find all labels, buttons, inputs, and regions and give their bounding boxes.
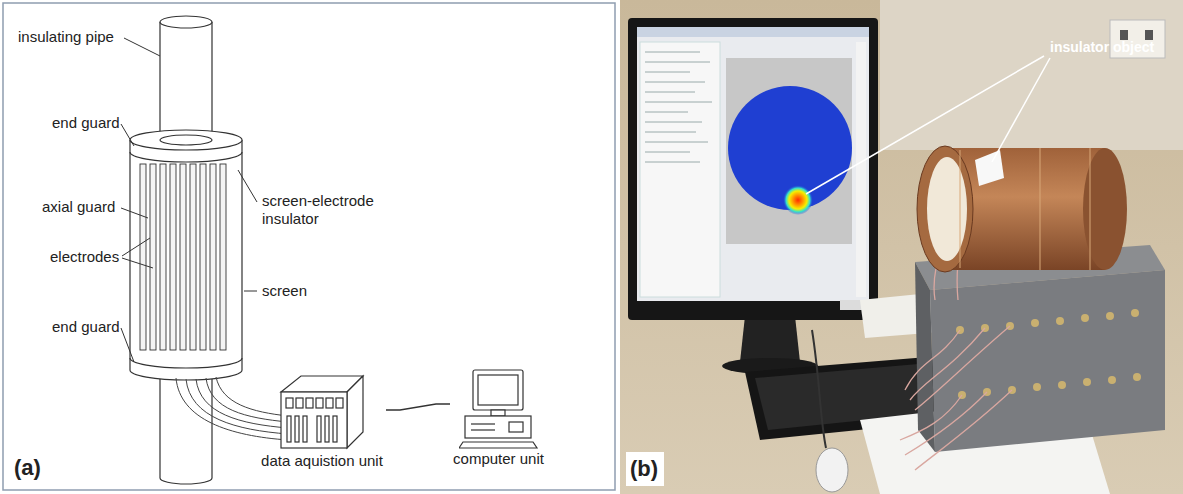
electrode — [170, 164, 176, 350]
unit-label: data aquistion unit — [258, 452, 386, 470]
part-label: electrodes — [50, 248, 119, 266]
leader-line — [238, 170, 257, 202]
electrode — [150, 164, 156, 350]
part-label: axial guard — [42, 198, 115, 216]
leader-line — [121, 328, 134, 362]
sensor-end — [1083, 148, 1127, 270]
daq-box-side — [915, 262, 935, 452]
daq-icon — [277, 370, 367, 452]
data-link — [386, 404, 450, 410]
tomogram-hotspot — [783, 185, 813, 215]
pipe-section — [160, 135, 212, 145]
panel-label: (b) — [630, 456, 658, 482]
part-label: end guard — [52, 114, 120, 132]
computer-icon — [459, 368, 539, 450]
part-label: end guard — [52, 318, 120, 336]
part-label: screen-electrode insulator — [262, 192, 390, 228]
mouse-cable — [812, 330, 826, 448]
wire — [206, 378, 288, 422]
electrode — [140, 164, 146, 350]
wire — [186, 379, 288, 434]
sensor-drawing — [130, 16, 242, 484]
electrode — [160, 164, 166, 350]
leader-line — [992, 58, 1050, 162]
electrode — [210, 164, 216, 350]
electrode — [200, 164, 206, 350]
file-pane — [640, 42, 720, 297]
insulator-object-sample — [975, 150, 1004, 186]
wall — [880, 0, 1183, 150]
screen-top — [130, 130, 242, 150]
daq-unit: data aquistion unit — [258, 370, 386, 470]
end-guard-ring — [130, 152, 242, 162]
file-list — [645, 52, 712, 162]
sensor-bore — [927, 157, 967, 261]
callout-label: insulator object — [1050, 38, 1154, 56]
monitor-screen — [637, 27, 869, 301]
leader-line — [244, 291, 257, 292]
leader-line — [124, 38, 160, 56]
side-pane — [856, 42, 866, 297]
leader-line — [806, 56, 1044, 194]
monitor-stand — [740, 316, 800, 362]
wire — [176, 378, 288, 440]
monitor-bezel — [628, 18, 878, 320]
electrode-array — [140, 164, 226, 350]
wire — [196, 379, 288, 428]
electrode — [180, 164, 186, 350]
label-patch — [626, 452, 664, 486]
leader-line — [121, 208, 148, 218]
part-label: screen — [262, 282, 307, 300]
computer-unit: computer unit — [450, 368, 547, 468]
daq-box-front — [930, 270, 1165, 452]
screen — [130, 140, 242, 380]
electrode — [190, 164, 196, 350]
connectors — [956, 309, 1141, 399]
photo — [620, 0, 1183, 494]
pipe-top — [160, 16, 212, 28]
desk — [620, 0, 1183, 494]
leader-line — [121, 124, 134, 146]
unit-label: computer unit — [450, 450, 547, 468]
panel-label: (a) — [14, 455, 41, 481]
callout-lines — [806, 56, 1050, 194]
leader-line — [122, 258, 153, 268]
socket-hole — [1120, 30, 1128, 40]
socket-hole — [1145, 30, 1153, 40]
leader-line — [122, 238, 150, 256]
window-bar — [637, 27, 869, 37]
wire — [216, 377, 288, 416]
panel-frame — [3, 3, 615, 490]
part-label: insulating pipe — [18, 28, 114, 46]
leader-lines — [121, 38, 257, 362]
electrode-strips — [960, 148, 1090, 270]
sensor-wires — [176, 377, 288, 440]
mouse — [816, 448, 848, 492]
end-guard-ring — [130, 358, 242, 368]
image-pane — [726, 58, 852, 244]
electrode — [220, 164, 226, 350]
sensor-face — [917, 146, 973, 272]
